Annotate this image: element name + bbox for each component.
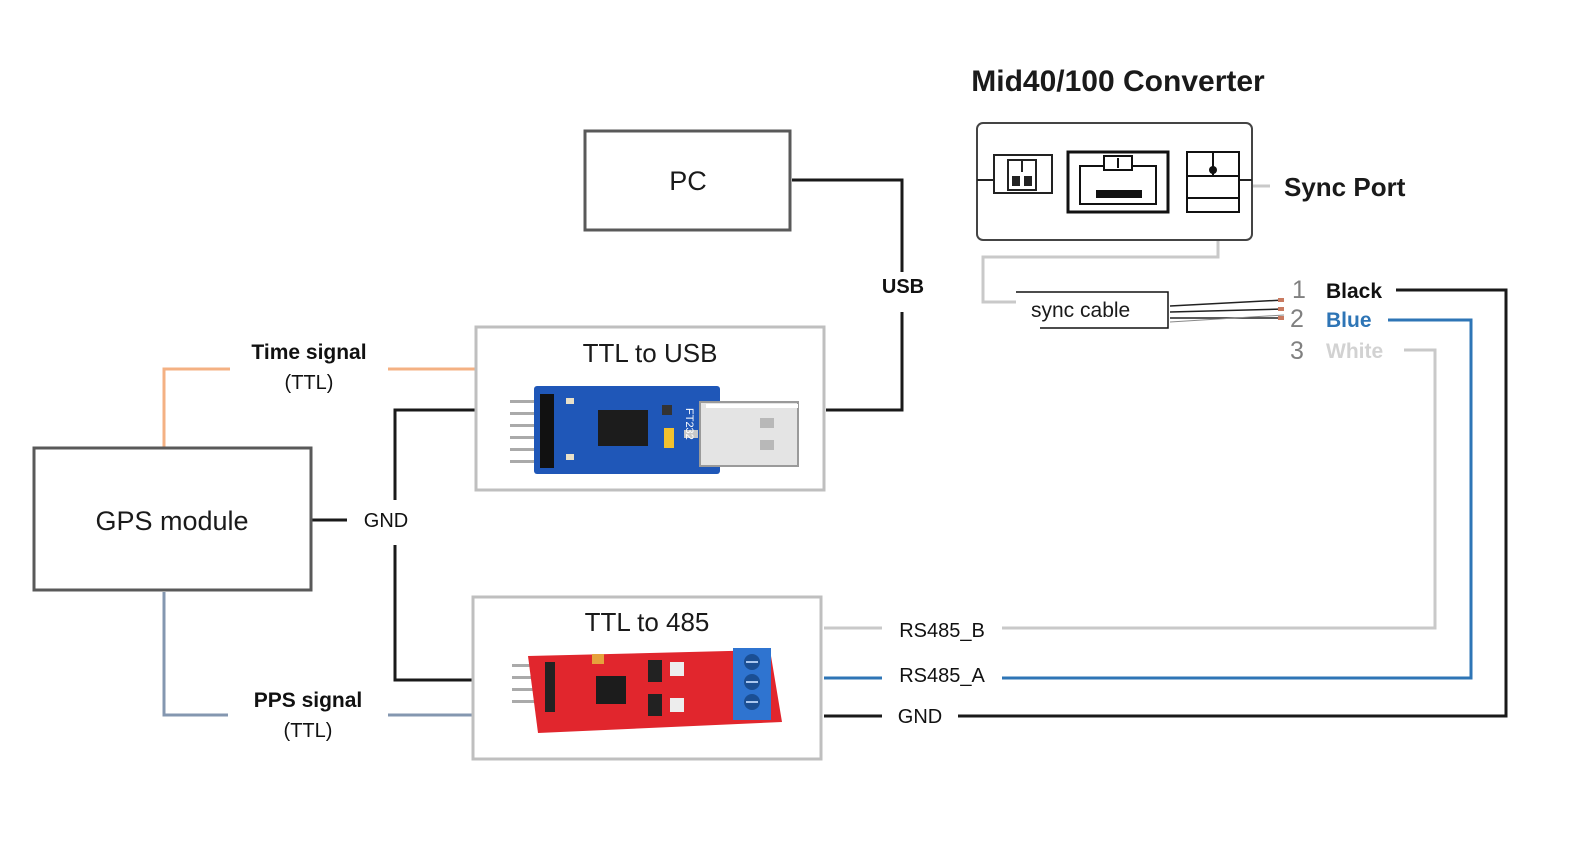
rs485-b-line-right [1002, 350, 1435, 628]
ftdi-chip-label: FT232 [683, 408, 695, 440]
wire-1-number: 1 [1292, 276, 1306, 304]
gnd-right-line-right [958, 290, 1506, 716]
converter-title: Mid40/100 Converter [971, 65, 1265, 98]
sync-port-connector [1187, 152, 1239, 212]
gps-module-label: GPS module [95, 506, 248, 536]
pps-signal-sublabel: (TTL) [284, 720, 333, 742]
pps-signal-line-left [164, 592, 228, 715]
pps-signal-label: PPS signal [254, 689, 363, 712]
ttl-usb-label: TTL to USB [583, 338, 718, 368]
gnd-line-usb [395, 410, 478, 500]
sync-cable-label: sync cable [1031, 299, 1130, 322]
ttl-485-board-image [512, 648, 782, 733]
time-signal-line-left [164, 369, 230, 448]
ttl-485-label: TTL to 485 [585, 607, 710, 637]
gnd-right-label: GND [898, 706, 942, 728]
pc-label: PC [669, 166, 707, 196]
converter-device-image [977, 123, 1252, 240]
usb-label: USB [882, 276, 924, 298]
time-signal-label: Time signal [251, 341, 366, 364]
gnd-line-485 [395, 545, 475, 680]
wire-2-number: 2 [1290, 305, 1304, 333]
usb-cable-line-lower [826, 312, 902, 410]
rs485-b-label: RS485_B [899, 620, 985, 642]
usb-cable-line [792, 180, 902, 272]
rs485-a-label: RS485_A [899, 665, 985, 687]
wire-1-color-name: Black [1326, 280, 1382, 303]
wire-3-color-name: White [1326, 340, 1383, 363]
usb-plug [700, 402, 798, 466]
power-connector [994, 155, 1052, 193]
wire-2-color-name: Blue [1326, 309, 1372, 332]
time-signal-sublabel: (TTL) [285, 372, 334, 394]
ethernet-port [1068, 152, 1168, 212]
sync-port-label: Sync Port [1284, 172, 1406, 202]
gnd-left-label: GND [364, 510, 408, 532]
wire-3-number: 3 [1290, 337, 1304, 365]
rs485-a-line-right [1002, 320, 1471, 678]
